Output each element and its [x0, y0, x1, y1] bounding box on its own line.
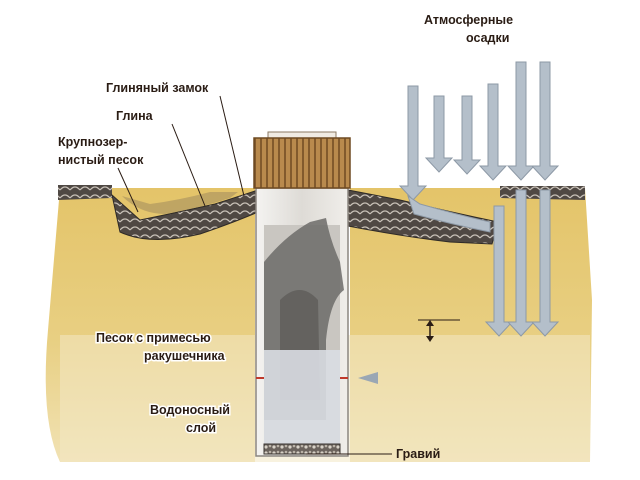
label-aquifer-line2: слой [186, 421, 216, 435]
label-coarse-sand-line1: Крупнозер- [58, 135, 127, 149]
label-atmospheric-line1: Атмосферные [424, 13, 513, 27]
surface-flow-arrow [407, 194, 491, 233]
label-coarse-sand-line2: нистый песок [58, 153, 144, 167]
seepage-arrow-3 [530, 189, 560, 337]
label-aquifer-line1: Водоносный [150, 403, 230, 417]
coarse-sand-wedge [122, 192, 238, 214]
rain-arrow-4 [478, 83, 508, 181]
rain-arrow-1 [398, 85, 428, 201]
label-shell-sand-line1: Песок с примесью [96, 331, 211, 345]
leader-coarse-sand [117, 167, 139, 213]
well-water [264, 350, 340, 445]
rain-arrow-3 [452, 95, 482, 175]
gravel-bottom [263, 443, 341, 455]
level-arrow-head-down [426, 336, 434, 342]
rain-arrow-2 [424, 95, 454, 173]
label-gravel: Гравий [396, 447, 440, 461]
surface-strip-left [58, 185, 112, 200]
label-atmospheric-line2: осадки [466, 31, 509, 45]
inflow-arrow [358, 372, 378, 384]
label-clay-lock: Глиняный замок [106, 81, 209, 95]
rain-arrow-5 [506, 61, 536, 181]
precipitation-arrows [398, 61, 560, 337]
leader-clay-lock [219, 95, 245, 197]
rain-arrow-6 [530, 61, 560, 181]
label-shell-sand-line2: ракушечника [144, 349, 226, 363]
well-lid [253, 137, 351, 189]
seepage-arrow-1 [484, 205, 514, 337]
seepage-arrow-2 [506, 189, 536, 337]
label-clay: Глина [116, 109, 154, 123]
leader-clay [171, 123, 206, 207]
level-arrow-head-up [426, 320, 434, 326]
